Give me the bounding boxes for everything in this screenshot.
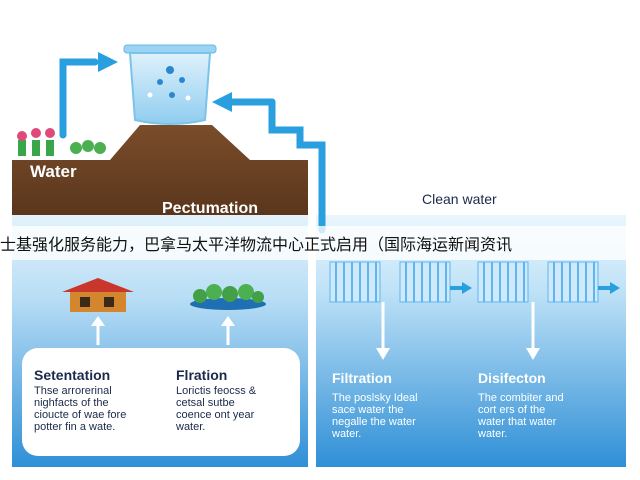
setentation-body: Thse arrorerinal nighfacts of the ciouct… <box>34 385 127 433</box>
filtration-body: The poslsky Ideal sace water the negalle… <box>332 392 418 440</box>
flration-body: Lorictis feocss & cetsal sutbe coence on… <box>176 385 257 433</box>
pectumation-label: Pectumation <box>162 200 259 217</box>
flration-title: Flration <box>176 367 228 383</box>
filter-lines <box>335 262 595 302</box>
soil-hill <box>12 125 308 215</box>
disinfection-title: Disifecton <box>478 370 546 386</box>
filtration-title: Filtration <box>332 370 392 386</box>
house-icon <box>62 278 134 312</box>
news-banner <box>0 226 640 260</box>
tree-icon <box>70 140 106 154</box>
arrow-icon <box>91 316 105 326</box>
arrow-icon <box>221 316 235 326</box>
filter-column-icon <box>329 261 599 303</box>
arrow-icon <box>610 282 620 294</box>
disinfection-body: The combiter and cort ers of the water t… <box>478 392 564 440</box>
arrow-icon <box>462 282 472 294</box>
sedimentation-panel <box>22 348 300 456</box>
arrow-icon <box>212 92 232 112</box>
trees-island-icon <box>190 284 266 310</box>
setentation-title: Setentation <box>34 367 111 383</box>
clean-water-label: Clean water <box>422 191 497 207</box>
down-arrows <box>381 302 535 350</box>
water-tank-icon <box>123 44 217 125</box>
flower-icon <box>17 128 55 156</box>
arrow-icon <box>376 348 390 360</box>
pipes <box>59 58 326 234</box>
water-label: Water <box>30 162 77 181</box>
arrow-icon <box>98 52 118 72</box>
arrow-icon <box>526 348 540 360</box>
news-banner-text[interactable]: 士基强化服务能力，巴拿马太平洋物流中心正式启用（国际海运新闻资讯 <box>0 235 513 254</box>
